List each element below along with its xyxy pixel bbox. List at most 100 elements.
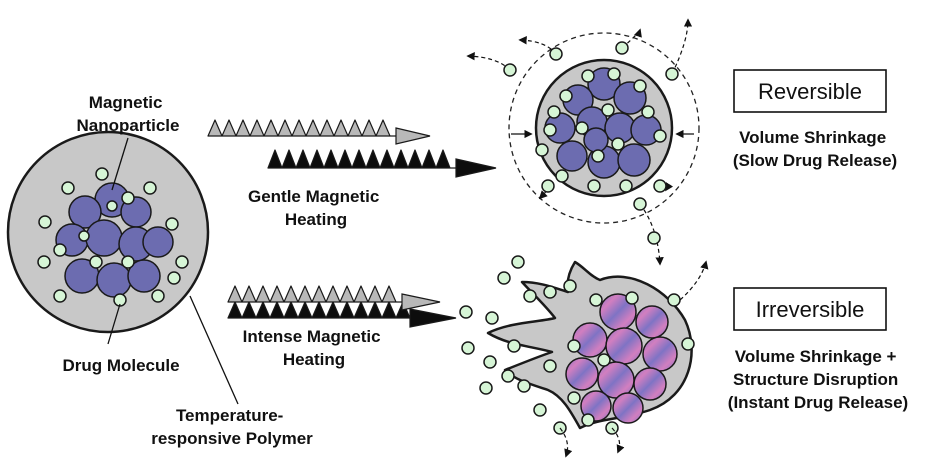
- initial-nanocarrier: [6, 130, 210, 334]
- drug-molecule: [533, 403, 547, 417]
- drug-release-path: [611, 427, 625, 454]
- irreversible-box: [733, 287, 887, 331]
- drug-molecule: [61, 181, 75, 195]
- drug-molecule: [535, 143, 549, 157]
- drug-molecule: [611, 137, 625, 151]
- wave-body: [207, 119, 397, 137]
- drug-molecule: [567, 391, 581, 405]
- drug-molecule: [37, 255, 51, 269]
- intense-dark-arrow: [227, 301, 457, 328]
- reversible-nanocarrier: [466, 18, 700, 266]
- intense-light-arrow: [227, 285, 441, 311]
- magnetic-nanoparticle: [68, 195, 102, 229]
- drug-molecule: [581, 69, 595, 83]
- drug-molecule: [665, 67, 679, 81]
- drug-molecule: [106, 200, 118, 212]
- polymer-leader-line: [189, 295, 239, 405]
- drug-molecule: [165, 217, 179, 231]
- drug-molecule: [511, 255, 525, 269]
- gentle-light-wave-arrow: [207, 119, 431, 145]
- drug-molecule: [95, 167, 109, 181]
- drug-molecule: [641, 105, 655, 119]
- released-drug-paths: [559, 260, 709, 458]
- drug-molecule: [483, 355, 497, 369]
- nanoparticle-cluster: [55, 182, 174, 298]
- drug-molecule: [461, 341, 475, 355]
- magnetic-nanoparticle: [556, 140, 588, 172]
- magnetic-nanoparticle: [617, 143, 651, 177]
- drug-release-path: [639, 203, 664, 266]
- heated-nanoparticle: [642, 336, 678, 372]
- drug-molecule: [507, 339, 521, 353]
- drug-molecule: [555, 169, 569, 183]
- drug-release-path: [671, 18, 693, 75]
- drug-molecule: [601, 103, 615, 117]
- drug-molecule: [667, 293, 681, 307]
- drug-molecule: [167, 271, 181, 285]
- wave-body: [227, 285, 403, 303]
- drug-molecule: [625, 291, 639, 305]
- nanoparticle-leader-line: [111, 137, 129, 191]
- heated-nanoparticle: [605, 327, 643, 365]
- reversible-box: [733, 69, 887, 113]
- drug-molecules: [535, 67, 667, 193]
- drug-molecule: [78, 230, 90, 242]
- intense-heating-label: Intense Magnetic Heating: [243, 327, 386, 369]
- gentle-heating-arrows: [207, 119, 497, 178]
- drug-molecule: [121, 191, 135, 205]
- reversible-caption: Volume Shrinkage (Slow Drug Release): [733, 128, 897, 170]
- gentle-heating-label: Gentle Magnetic Heating: [248, 187, 384, 229]
- heated-nanoparticle: [572, 322, 608, 358]
- irreversible-label: Irreversible: [756, 297, 865, 322]
- gentle-dark-wave-arrow: [267, 149, 497, 178]
- drug-molecules: [37, 167, 189, 307]
- drug-molecule: [38, 215, 52, 229]
- magnetic-nanoparticle: [85, 219, 123, 257]
- drug-molecule: [653, 129, 667, 143]
- drug-molecule: [615, 41, 629, 55]
- released-drug-molecules: [459, 255, 695, 435]
- magnetic-nanoparticle: [142, 226, 174, 258]
- released-drug-paths: [466, 18, 693, 266]
- heated-nanoparticle: [633, 367, 667, 401]
- drug-molecule: [517, 379, 531, 393]
- drug-release-path: [679, 260, 709, 301]
- drug-molecule: [53, 243, 67, 257]
- drug-molecule: [619, 179, 633, 193]
- arrow-head: [395, 127, 431, 145]
- drug-molecule: [607, 67, 621, 81]
- drug-molecule: [523, 289, 537, 303]
- drug-molecule: [549, 47, 563, 61]
- polymer-label: Temperature- responsive Polymer: [151, 406, 313, 448]
- magnetic-nanoparticle: [127, 259, 161, 293]
- drug-molecule: [587, 179, 601, 193]
- drug-molecule: [633, 79, 647, 93]
- drug-release-path: [559, 427, 573, 458]
- drug-molecule: [53, 289, 67, 303]
- disrupted-nanocarrier: [459, 255, 709, 458]
- drug-molecule: [543, 285, 557, 299]
- drug-molecule: [581, 413, 595, 427]
- arrow-head: [409, 308, 457, 328]
- irreversible-caption: Volume Shrinkage + Structure Disruption …: [728, 347, 908, 412]
- drug-molecule: [503, 63, 517, 77]
- heated-nanoparticle: [565, 357, 599, 391]
- drug-molecule: [567, 339, 581, 353]
- drug-molecule: [591, 149, 605, 163]
- gentle-light-arrow: [207, 119, 431, 145]
- drug-molecule: [547, 105, 561, 119]
- drug-molecule: [175, 255, 189, 269]
- drug-molecule: [459, 305, 473, 319]
- wave-body: [267, 149, 457, 169]
- drug-molecule: [121, 255, 135, 269]
- drug-molecule: [597, 353, 611, 367]
- drug-molecule: [543, 123, 557, 137]
- drug-molecule: [681, 337, 695, 351]
- intense-heating-arrows: [227, 285, 457, 328]
- drug-molecule: [563, 279, 577, 293]
- drug-molecule: [633, 197, 647, 211]
- heated-nanoparticle: [635, 305, 669, 339]
- gentle-dark-arrow: [267, 149, 497, 178]
- drug-molecule: [543, 359, 557, 373]
